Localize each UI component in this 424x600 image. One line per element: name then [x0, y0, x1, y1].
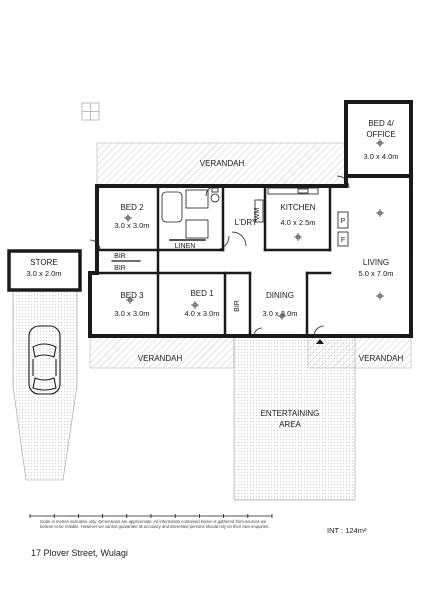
disclaimer-text: Scale in metres indicative only. Dimensi… — [40, 519, 270, 529]
kitchen-label: KITCHEN — [280, 203, 315, 212]
store-label: STORE — [30, 258, 57, 267]
light-fittings — [124, 139, 384, 320]
bed2-label: BED 2 — [120, 203, 144, 212]
car-icon — [28, 325, 61, 395]
laundry-label: L'DRY — [235, 218, 258, 227]
bed1-size: 4.0 x 3.0m — [184, 309, 219, 318]
store-walls — [7, 249, 82, 292]
bir-label-bed3: BIR — [114, 265, 126, 272]
washing-machine-label: WM — [254, 208, 261, 221]
bed1-label: BED 1 — [190, 289, 214, 298]
bed3-label: BED 3 — [120, 291, 144, 300]
store-size: 3.0 x 2.0m — [26, 269, 61, 278]
verandah-left-label: VERANDAH — [138, 354, 183, 363]
bir-label-bed2: BIR — [114, 253, 126, 260]
bed3-size: 3.0 x 3.0m — [114, 309, 149, 318]
bed2-size: 3.0 x 3.0m — [114, 221, 149, 230]
driveway — [12, 289, 78, 481]
linen-label: LINEN — [175, 243, 196, 250]
kitchen-size: 4.0 x 2.5m — [280, 218, 315, 227]
bed4-label-line2: OFFICE — [366, 130, 395, 139]
house-walls — [88, 100, 413, 338]
pantry-label: P — [341, 218, 346, 225]
bed4-label-line1: BED 4/ — [368, 119, 394, 128]
living-label: LIVING — [363, 258, 389, 267]
fridge-label: F — [341, 237, 345, 244]
bir-label-bed1: BIR — [234, 300, 241, 312]
property-address: 17 Plover Street, Wulagi — [31, 548, 128, 558]
bed4-size: 3.0 x 4.0m — [363, 152, 398, 161]
dining-label: DINING — [266, 291, 294, 300]
doors — [89, 175, 350, 337]
verandah-top-label: VERANDAH — [200, 159, 245, 168]
living-size: 5.0 x 7.0m — [358, 269, 393, 278]
dining-size: 3.0 x 3.0m — [262, 309, 297, 318]
bathroom-fixtures — [161, 187, 349, 247]
entry-arrow-icon — [316, 339, 324, 344]
scale-bar — [29, 514, 273, 518]
verandah-right-label: VERANDAH — [359, 354, 404, 363]
entertaining-paving — [233, 335, 356, 501]
entertaining-label-line1: ENTERTAINING — [261, 409, 320, 418]
entertaining-label-line2: AREA — [279, 420, 301, 429]
compass-icon — [81, 102, 100, 121]
internal-area: INT : 124m² — [327, 526, 367, 535]
windows — [118, 103, 410, 335]
